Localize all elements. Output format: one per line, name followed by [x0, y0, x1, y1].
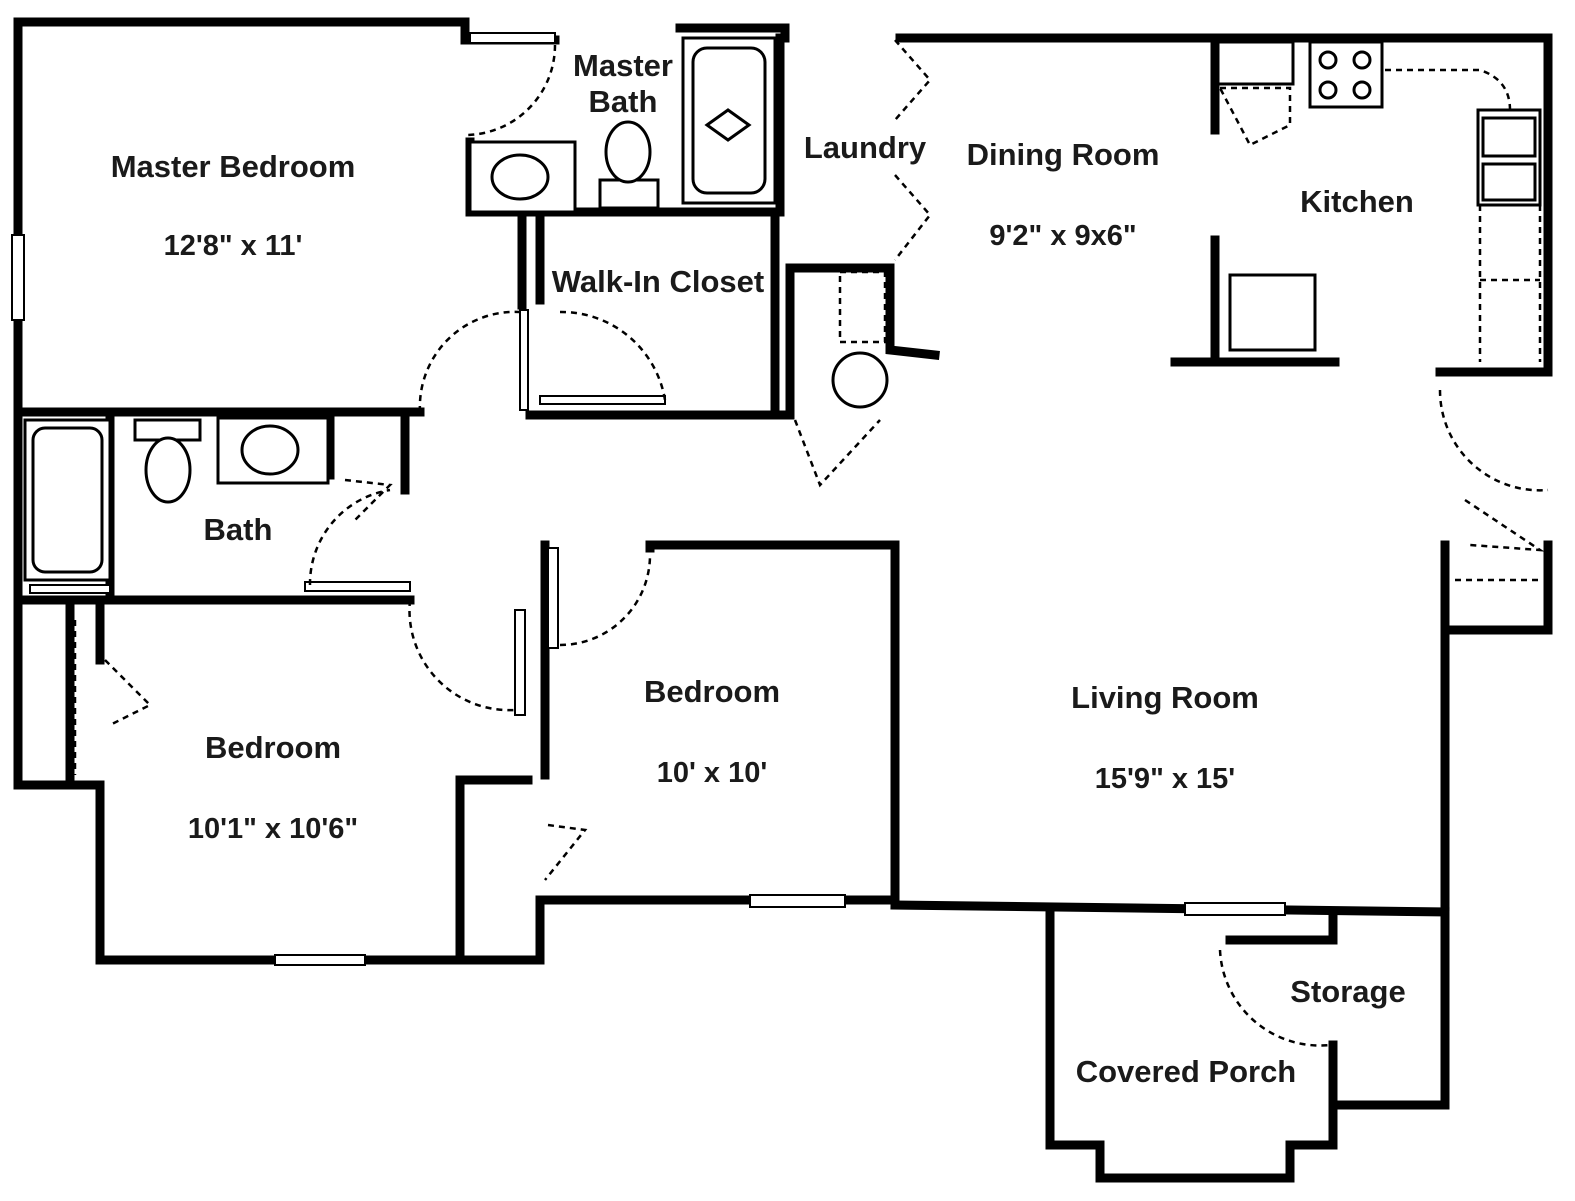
closet-door-track: [547, 547, 559, 649]
door-closet-center: [544, 823, 588, 881]
window-master-bedroom: [11, 234, 25, 321]
range-stove: [1308, 40, 1384, 109]
water-heater-icon: [831, 351, 889, 409]
covered-porch-label: Covered Porch: [1076, 1054, 1297, 1089]
closet-door-track: [514, 609, 526, 716]
master-bath-label-line1: Master: [573, 48, 673, 83]
windows: [11, 32, 1286, 966]
sink-icon: [490, 153, 550, 201]
counter-edge: [1385, 68, 1512, 111]
master-bath-label-line2: Bath: [589, 84, 658, 119]
bathtub-inner: [31, 426, 104, 574]
bedroom-center-label: Bedroom: [644, 674, 780, 709]
door-master-bedroom: [418, 310, 521, 413]
toilet-icon: [604, 120, 652, 184]
door-bath: [308, 488, 391, 586]
tub-drain-icon: [704, 108, 752, 142]
door-swings: [104, 39, 1549, 1047]
closet-door-track: [29, 584, 111, 594]
living-room-dims: 15'9" x 15': [1095, 763, 1235, 795]
door-bedroom-left: [408, 599, 516, 712]
door-bedroom-center: [559, 554, 652, 647]
dining-room-dims: 9'2" x 9x6": [989, 220, 1136, 252]
room-labels: Master Bedroom 12'8" x 11' Master Bath W…: [111, 48, 1414, 1089]
door-closet-left: [104, 659, 153, 727]
storage-label: Storage: [1290, 974, 1405, 1009]
door-walk-in-closet: [559, 310, 667, 401]
toilet-icon: [144, 436, 192, 504]
counter-cabinets: [1478, 205, 1542, 362]
window-living-room: [1184, 902, 1286, 916]
bedroom-left-dims: 10'1" x 10'6": [188, 813, 358, 845]
fixtures: [23, 36, 1542, 775]
laundry-label: Laundry: [804, 130, 927, 165]
living-room-label: Living Room: [1071, 680, 1259, 715]
door-linen: [344, 478, 393, 521]
door-master-bath: [464, 44, 557, 137]
bedroom-center-dims: 10' x 10': [657, 757, 768, 789]
sink-icon: [240, 424, 300, 476]
master-bedroom-dims: 12'8" x 11': [164, 230, 303, 262]
window-master-bath: [469, 32, 556, 44]
washer-dryer: [838, 270, 887, 344]
closet-door-track: [519, 309, 529, 411]
master-bedroom-label: Master Bedroom: [111, 149, 356, 184]
toilet-tank: [598, 178, 660, 210]
pantry-corner: [1217, 86, 1292, 147]
door-bifold-laundry: [894, 39, 932, 261]
dining-room-label: Dining Room: [967, 137, 1160, 172]
bedroom-left-label: Bedroom: [205, 730, 341, 765]
dishwasher-island: [1228, 273, 1317, 352]
closet-door-track: [304, 581, 411, 592]
door-storage: [1218, 949, 1331, 1047]
window-bedroom-center: [749, 894, 846, 908]
walk-in-closet-label: Walk-In Closet: [552, 264, 764, 299]
door-laundry: [793, 419, 881, 488]
bath-label: Bath: [204, 512, 273, 547]
closet-door-track: [539, 395, 666, 405]
bathtub-inner: [691, 46, 767, 195]
door-front: [1438, 389, 1549, 492]
window-bedroom-left: [274, 954, 366, 966]
door-coat-closet: [1464, 498, 1545, 552]
refrigerator: [1216, 40, 1295, 86]
kitchen-label: Kitchen: [1300, 184, 1414, 219]
